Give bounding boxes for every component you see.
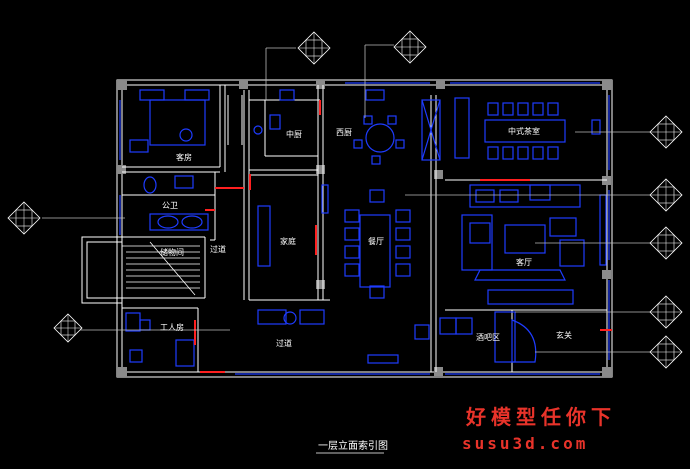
elevation-symbol-right-2 xyxy=(649,178,683,212)
elevation-symbol-right-4 xyxy=(649,295,683,329)
label-bar-area: 酒吧区 xyxy=(476,333,500,342)
watermark-line-1: 好模型任你下 xyxy=(465,405,616,429)
elevation-symbol-right-1 xyxy=(649,115,683,149)
red-marks xyxy=(194,100,612,373)
label-staff-room: 工人房 xyxy=(160,322,184,332)
label-public-toilet: 公卫 xyxy=(162,201,178,210)
exterior-walls xyxy=(116,79,613,378)
label-corridor-lower: 过道 xyxy=(276,338,292,348)
furniture xyxy=(119,82,610,375)
label-guest-room: 客房 xyxy=(176,152,192,162)
stair-treads xyxy=(122,241,200,296)
drawing-title: 一层立面索引图 xyxy=(318,439,388,452)
label-family-room: 家庭 xyxy=(280,236,296,246)
label-western-kitchen: 西厨 xyxy=(336,128,352,137)
label-corridor-upper: 过道 xyxy=(210,244,226,254)
elevation-symbol-left-2 xyxy=(53,313,83,343)
label-chinese-dining: 中式茶室 xyxy=(508,126,540,136)
watermark-line-2: susu3d.com xyxy=(462,434,588,453)
elevation-symbol-top-left xyxy=(297,31,331,65)
label-chinese-kitchen: 中厨 xyxy=(286,129,302,139)
elevation-symbol-left-1 xyxy=(7,201,41,235)
label-entrance: 玄关 xyxy=(556,330,572,340)
elevation-symbol-top-mid xyxy=(393,30,427,64)
callout-leaders xyxy=(42,44,650,353)
label-storage: 储物间 xyxy=(160,247,184,257)
elevation-index-symbols xyxy=(7,30,683,369)
elevation-symbol-right-3 xyxy=(649,226,683,260)
room-labels: 客房 中厨 西厨 中式茶室 公卫 储物间 过道 家庭 餐厅 客厅 工人房 过道 … xyxy=(160,126,572,348)
label-living-room: 客厅 xyxy=(516,257,532,267)
elevation-symbol-right-5 xyxy=(649,335,683,369)
label-dining-room: 餐厅 xyxy=(368,237,384,246)
